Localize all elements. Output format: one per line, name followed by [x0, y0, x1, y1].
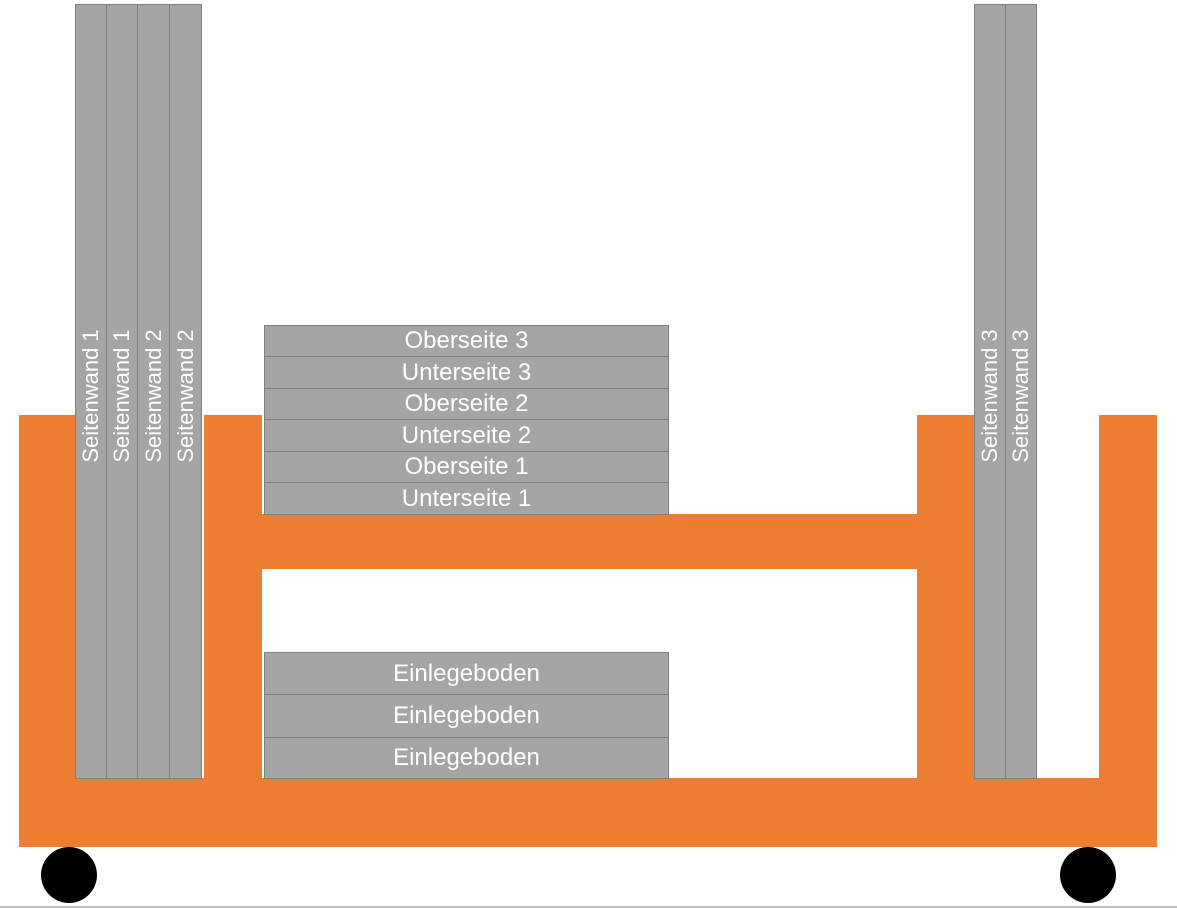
- right-vertical-panel: Seitenwand 3: [974, 4, 1006, 779]
- left-outer-post: [19, 415, 76, 778]
- left-vertical-panel: Seitenwand 2: [169, 4, 202, 779]
- left-inner-post: [204, 415, 262, 778]
- vertical-panel-label: Seitenwand 3: [1008, 329, 1033, 463]
- right-vertical-panel: Seitenwand 3: [1005, 4, 1037, 779]
- right-inner-post: [917, 415, 974, 778]
- right-wheel: [1060, 847, 1116, 903]
- shelf-board-panel: Einlegeboden: [264, 694, 669, 738]
- shelf-beam: [262, 514, 918, 569]
- floor-line: [0, 906, 1177, 908]
- cart-base: [19, 778, 1157, 847]
- left-vertical-panel: Seitenwand 2: [137, 4, 170, 779]
- vertical-panel-label: Seitenwand 1: [109, 329, 134, 463]
- stacked-panel: Unterseite 3: [264, 356, 669, 389]
- vertical-panel-label: Seitenwand 1: [78, 329, 103, 463]
- stacked-panel: Oberseite 1: [264, 451, 669, 483]
- stacked-panel: Oberseite 2: [264, 388, 669, 420]
- stacked-panel: Unterseite 2: [264, 419, 669, 452]
- left-vertical-panel: Seitenwand 1: [75, 4, 107, 779]
- shelf-board-panel: Einlegeboden: [264, 737, 669, 779]
- vertical-panel-label: Seitenwand 2: [172, 329, 198, 463]
- stacked-panel: Unterseite 1: [264, 482, 669, 515]
- right-outer-post: [1099, 415, 1157, 778]
- left-wheel: [41, 847, 97, 903]
- vertical-panel-label: Seitenwand 2: [140, 329, 166, 463]
- left-vertical-panel: Seitenwand 1: [106, 4, 138, 779]
- shelf-board-panel: Einlegeboden: [264, 652, 669, 695]
- vertical-panel-label: Seitenwand 3: [977, 329, 1002, 463]
- stacked-panel: Oberseite 3: [264, 325, 669, 357]
